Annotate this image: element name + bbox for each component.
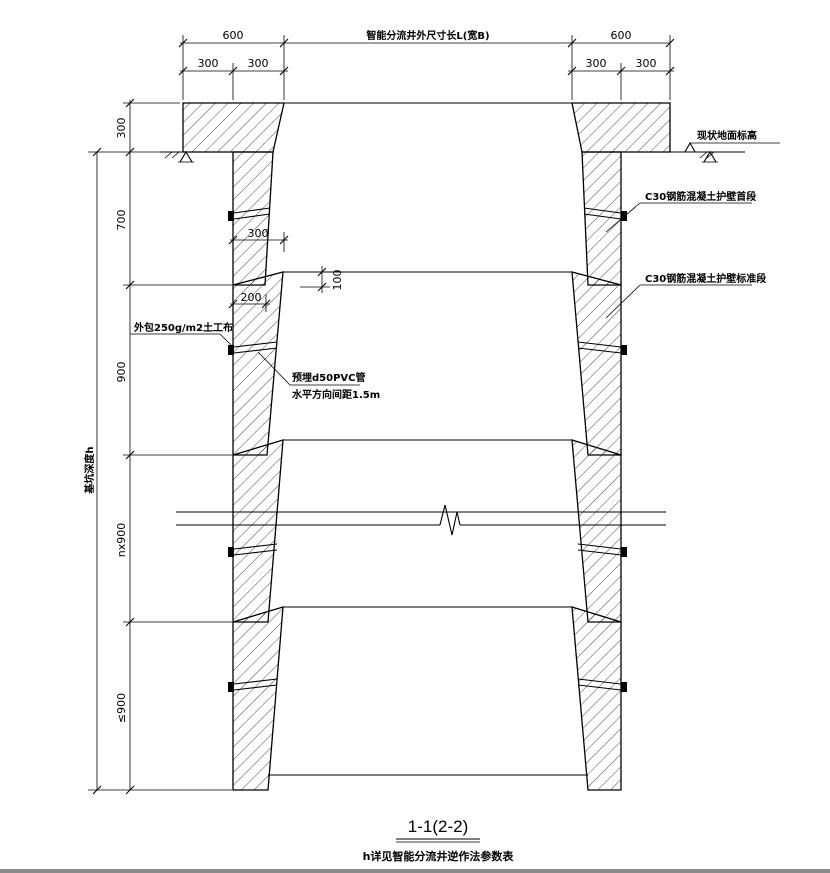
section-note: h详见智能分流井逆作法参数表 (363, 849, 515, 863)
annotations: C30钢筋混凝土护壁首段 C30钢筋混凝土护壁标准段 外包250g/m2土工布 … (130, 190, 766, 401)
top-dimensions: 600 智能分流井外尺寸长L(宽B) 600 300 300 300 300 (178, 29, 675, 100)
dim-left-wall-part-a: 300 (198, 57, 219, 70)
step-offset-300: 300 (248, 227, 269, 240)
dim-left-wall-part-b: 300 (248, 57, 269, 70)
dim-right-wall-part-b: 300 (636, 57, 657, 70)
left-dimensions: 300 700 900 nx900 ≤900 基坑深度h (83, 98, 232, 795)
dim-left-wall-total: 600 (223, 29, 244, 42)
ground-level-label: 现状地面标高 (697, 129, 757, 142)
step-offset-200: 200 (241, 291, 262, 304)
pvc-pipe-label-line1: 预埋d50PVC管 (292, 371, 365, 384)
ground-level-left (160, 150, 200, 163)
dim-first-segment: 700 (115, 210, 128, 231)
break-line (176, 504, 666, 536)
dim-standard-segment: 900 (115, 362, 128, 383)
gap-100: 100 (331, 270, 344, 291)
dim-last-segment: ≤900 (115, 693, 128, 723)
pvc-pipe-label-line2: 水平方向间距1.5m (291, 388, 380, 401)
dim-repeat-segment: nx900 (115, 523, 128, 557)
standard-section-label: C30钢筋混凝土护壁标准段 (645, 272, 766, 285)
right-wall (571, 102, 671, 791)
left-wall (182, 102, 285, 791)
dim-center-span: 智能分流井外尺寸长L(宽B) (366, 29, 489, 42)
pvc-pipes-right (577, 207, 627, 692)
dim-depth-label: 基坑深度h (83, 446, 96, 494)
geotextile-label: 外包250g/m2土工布 (133, 321, 233, 334)
inner-section-lines (268, 102, 588, 776)
section-title: 1-1(2-2) h详见智能分流井逆作法参数表 (363, 817, 515, 863)
dim-right-wall-total: 600 (611, 29, 632, 42)
footer-bar (0, 869, 830, 873)
dim-right-wall-part-a: 300 (586, 57, 607, 70)
ground-level-right: 现状地面标高 (670, 129, 780, 163)
pvc-pipes-left (228, 207, 278, 692)
dim-top-collar: 300 (115, 118, 128, 139)
first-section-label: C30钢筋混凝土护壁首段 (645, 190, 756, 203)
step-dimensions: 300 200 100 (228, 227, 344, 312)
section-name: 1-1(2-2) (408, 817, 468, 836)
